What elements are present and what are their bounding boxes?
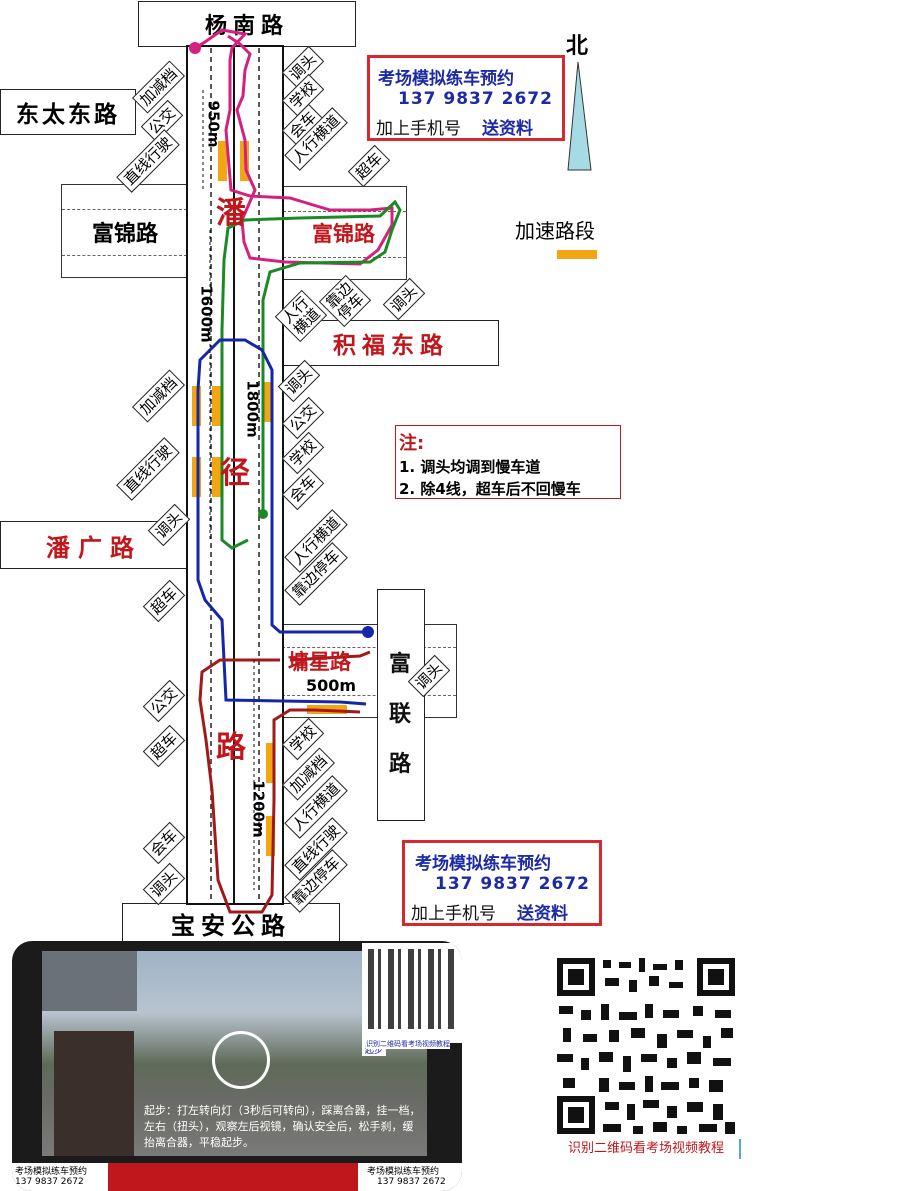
- green-route: [220, 199, 402, 550]
- main-road-char-3: 路: [216, 730, 246, 765]
- distance-1800: 1800m: [243, 380, 262, 438]
- legend-accel-label: 加速路段: [515, 219, 595, 243]
- distance-500: 500m: [306, 676, 357, 695]
- road-fujin-left: 富锦路: [61, 184, 187, 278]
- video-caption: 起步：打左转向灯（3秒后可转向），踩离合器，挂一档，左右（扭头），观察左后视镜，…: [144, 1104, 421, 1149]
- video-footer: 考场模拟练车预约 137 9837 2672 考场模拟练车预约 137 9837…: [12, 1163, 462, 1191]
- video-footer-mid: [108, 1163, 358, 1191]
- road-jifudong: 积福东路: [283, 320, 499, 366]
- legend-accel-swatch: [557, 250, 597, 259]
- pink-route: [194, 28, 394, 266]
- north-label: 北: [566, 34, 589, 59]
- video-qr: [362, 943, 462, 1043]
- contact-add: 加上手机号: [376, 119, 461, 139]
- road-fulian: [377, 589, 425, 821]
- video-qr-caption: 识别二维码看考场视频教程: [366, 1039, 450, 1049]
- video-driver: [54, 1031, 134, 1156]
- video-map-inset: [42, 951, 137, 1011]
- contact-phone: 137 9837 2672: [435, 874, 590, 894]
- road-fulian-label: 富联路: [388, 652, 411, 777]
- video-footer-left-phone: 137 9837 2672: [15, 1177, 84, 1187]
- video-play-icon[interactable]: [212, 1031, 270, 1089]
- road-baoan: 宝安公路: [122, 903, 340, 943]
- road-fujin-right-label: 富锦路: [312, 222, 375, 246]
- qr-caption: 识别二维码看考场视频教程: [553, 1139, 741, 1159]
- note-line-1: 1. 调头均调到慢车道: [399, 458, 541, 476]
- video-footer-right-phone: 137 9837 2672: [377, 1177, 446, 1187]
- note-box: 注: 1. 调头均调到慢车道 2. 除4线，超车后不回慢车: [395, 425, 621, 499]
- video-footer-right-title: 考场模拟练车预约: [367, 1167, 440, 1177]
- road-fujin-left-label: 富锦路: [91, 222, 158, 247]
- accel-seg: [212, 457, 221, 497]
- road-yangnan: 杨南路: [138, 1, 356, 47]
- note-line-2: 2. 除4线，超车后不回慢车: [399, 480, 581, 498]
- distance-950: 950m: [204, 100, 223, 148]
- accel-seg: [266, 816, 275, 856]
- contact-title: 考场模拟练车预约: [378, 69, 514, 89]
- accel-seg: [266, 743, 275, 783]
- video-phone[interactable]: 起步 起步：打左转向灯（3秒后可转向），踩离合器，挂一档，左右（扭头），观察左后…: [12, 941, 462, 1191]
- contact-title: 考场模拟练车预约: [415, 854, 551, 874]
- contact-box-bottom: 考场模拟练车预约 137 9837 2672 加上手机号 送资料: [402, 840, 602, 926]
- contact-box-top: 考场模拟练车预约 137 9837 2672 加上手机号 送资料: [367, 55, 565, 141]
- road-yuxing-label: 墉星路: [288, 650, 351, 674]
- qr-code[interactable]: [553, 954, 739, 1138]
- main-road-char-2: 径: [220, 456, 250, 491]
- blue-route: [196, 338, 368, 706]
- distance-1600: 1600m: [197, 285, 216, 343]
- route-map: 杨南路 东太东路 潘广路 积福东路 宝安公路 富锦路: [0, 1, 621, 943]
- contact-add: 加上手机号: [411, 904, 496, 924]
- accel-seg: [212, 386, 221, 426]
- accel-seg: [262, 382, 271, 422]
- distance-1200: 1200m: [249, 780, 268, 838]
- contact-send: 送资料: [482, 119, 533, 139]
- blue-route-start: [362, 626, 374, 638]
- note-title: 注:: [399, 433, 425, 454]
- route-svg: [186, 28, 597, 914]
- main-road-char-1: 潘: [216, 196, 246, 231]
- accel-seg: [218, 141, 227, 181]
- video-footer-left-title: 考场模拟练车预约: [15, 1167, 88, 1177]
- contact-send: 送资料: [517, 904, 568, 924]
- road-dongtaidong: 东太东路: [0, 89, 136, 135]
- qr-code-pattern: [553, 954, 739, 1138]
- pink-route-start: [189, 42, 201, 54]
- green-route-end: [258, 509, 268, 519]
- darkred-route: [198, 658, 361, 914]
- north-arrow: [567, 61, 592, 171]
- contact-phone: 137 9837 2672: [398, 89, 553, 109]
